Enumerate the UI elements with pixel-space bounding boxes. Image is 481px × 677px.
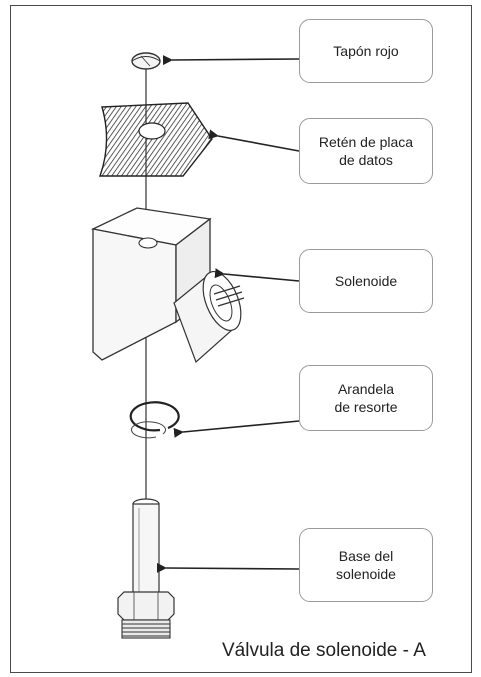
callout-tapon-rojo: Tapón rojo — [299, 19, 433, 83]
callout-arandela-text: Arandela de resorte — [334, 381, 398, 415]
spring-washer-part — [129, 401, 180, 439]
callout-solenoide: Solenoide — [299, 249, 433, 313]
data-plate-retainer-part — [99, 102, 213, 177]
red-cap-part — [131, 52, 161, 70]
arrow-base — [156, 562, 300, 573]
callout-base-solenoide: Base del solenoide — [299, 528, 433, 602]
callout-base-solenoide-text: Base del solenoide — [336, 548, 396, 582]
callout-reten-placa: Retén de placa de datos — [299, 118, 433, 184]
solenoid-base-part — [117, 498, 175, 639]
callout-reten-placa-text: Retén de placa de datos — [318, 134, 414, 168]
callout-tapon-rojo-text: Tapón rojo — [333, 43, 399, 59]
arrow-reten — [208, 129, 300, 152]
callout-arandela: Arandela de resorte — [299, 365, 433, 431]
arrow-tapon — [162, 55, 300, 66]
diagram-caption: Válvula de solenoide - A — [222, 640, 426, 661]
arrow-arandela — [173, 420, 300, 438]
callout-solenoide-text: Solenoide — [334, 273, 398, 289]
arrow-solenoide — [214, 268, 300, 282]
solenoid-body-part — [90, 207, 245, 364]
